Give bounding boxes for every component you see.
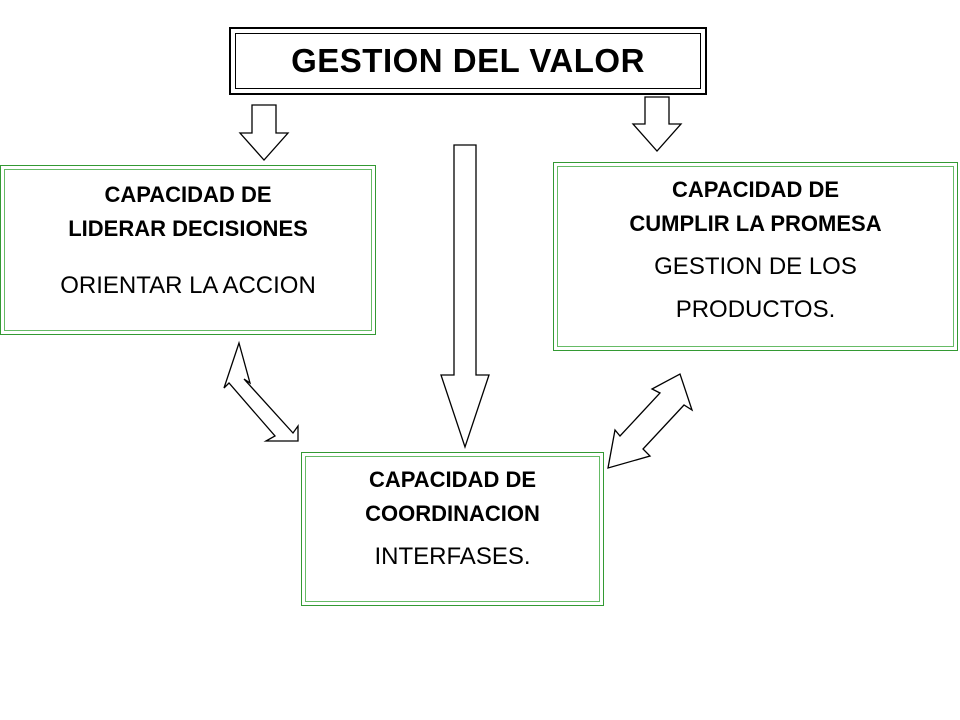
box-inner-frame: CAPACIDAD DE COORDINACION INTERFASES. bbox=[305, 456, 600, 602]
box-heading-line1: CAPACIDAD DE bbox=[104, 182, 272, 207]
box-heading-line2: LIDERAR DECISIONES bbox=[68, 216, 308, 241]
box-inner-frame: CAPACIDAD DE LIDERAR DECISIONES ORIENTAR… bbox=[4, 169, 372, 331]
title-inner-frame: GESTION DEL VALOR bbox=[235, 33, 701, 89]
double-arrow-right-bottom bbox=[607, 373, 694, 469]
box-subtext: INTERFASES. bbox=[374, 543, 531, 570]
box-subtext-line2: PRODUCTOS. bbox=[675, 296, 836, 323]
diagram-title: GESTION DEL VALOR bbox=[291, 42, 645, 79]
box-heading-line1: CAPACIDAD DE bbox=[671, 177, 840, 202]
title-box: GESTION DEL VALOR bbox=[229, 27, 707, 95]
box-heading-line1: CAPACIDAD DE bbox=[368, 467, 537, 492]
box-coordinacion: CAPACIDAD DE COORDINACION INTERFASES. bbox=[301, 452, 604, 606]
arrow-down-center bbox=[440, 144, 490, 450]
arrow-down-left bbox=[238, 104, 290, 161]
box-subtext-line1: GESTION DE LOS bbox=[654, 253, 857, 280]
box-inner-frame: CAPACIDAD DE CUMPLIR LA PROMESA GESTION … bbox=[557, 166, 954, 347]
arrow-down-right bbox=[631, 96, 683, 152]
box-liderar-decisiones: CAPACIDAD DE LIDERAR DECISIONES ORIENTAR… bbox=[0, 165, 376, 335]
box-heading-line2: COORDINACION bbox=[365, 501, 540, 526]
box-subtext: ORIENTAR LA ACCION bbox=[60, 272, 316, 299]
box-cumplir-promesa: CAPACIDAD DE CUMPLIR LA PROMESA GESTION … bbox=[553, 162, 958, 351]
box-heading-line2: CUMPLIR LA PROMESA bbox=[629, 211, 882, 236]
double-arrow-left-bottom bbox=[223, 340, 299, 442]
